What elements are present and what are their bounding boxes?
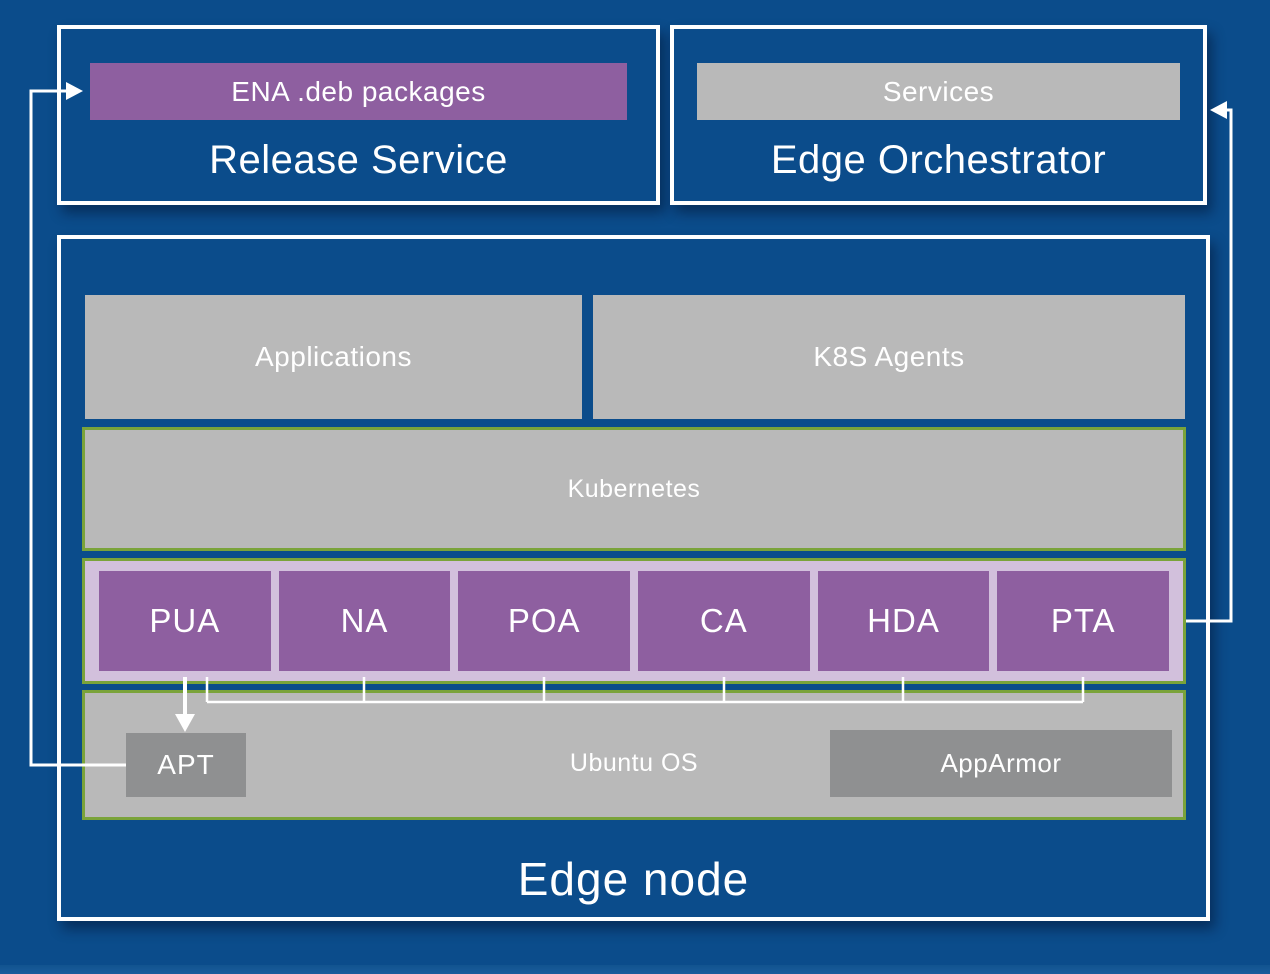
bottom-edge-strip (0, 965, 1270, 974)
agent-box-hda: HDA (817, 571, 990, 671)
orchestrator-arrowhead-icon (1210, 101, 1227, 119)
edge-orchestrator-box: Services Edge Orchestrator (670, 25, 1207, 205)
k8s-agents-box: K8S Agents (593, 295, 1185, 419)
apt-box: APT (126, 733, 246, 797)
edge-orchestrator-title: Edge Orchestrator (770, 138, 1107, 182)
agent-box-pua: PUA (99, 571, 271, 671)
agent-box-ca: CA (638, 571, 810, 671)
ena-deb-packages-box: ENA .deb packages (90, 63, 627, 120)
services-box: Services (697, 63, 1180, 120)
release-service-title: Release Service (209, 138, 508, 182)
ubuntu-os-box: Ubuntu OS APT AppArmor (82, 690, 1186, 820)
applications-box: Applications (85, 295, 582, 419)
release-service-box: ENA .deb packages Release Service (57, 25, 660, 205)
agent-box-pta: PTA (997, 571, 1170, 671)
agent-box-na: NA (278, 571, 451, 671)
edge-node-title: Edge node (517, 853, 750, 905)
kubernetes-box: Kubernetes (82, 427, 1186, 551)
ena-deb-packages-label: ENA .deb packages (231, 75, 486, 107)
apparmor-box: AppArmor (830, 730, 1172, 797)
ubuntu-os-label: Ubuntu OS (569, 749, 699, 777)
agent-box-poa: POA (458, 571, 631, 671)
services-label: Services (882, 75, 995, 107)
